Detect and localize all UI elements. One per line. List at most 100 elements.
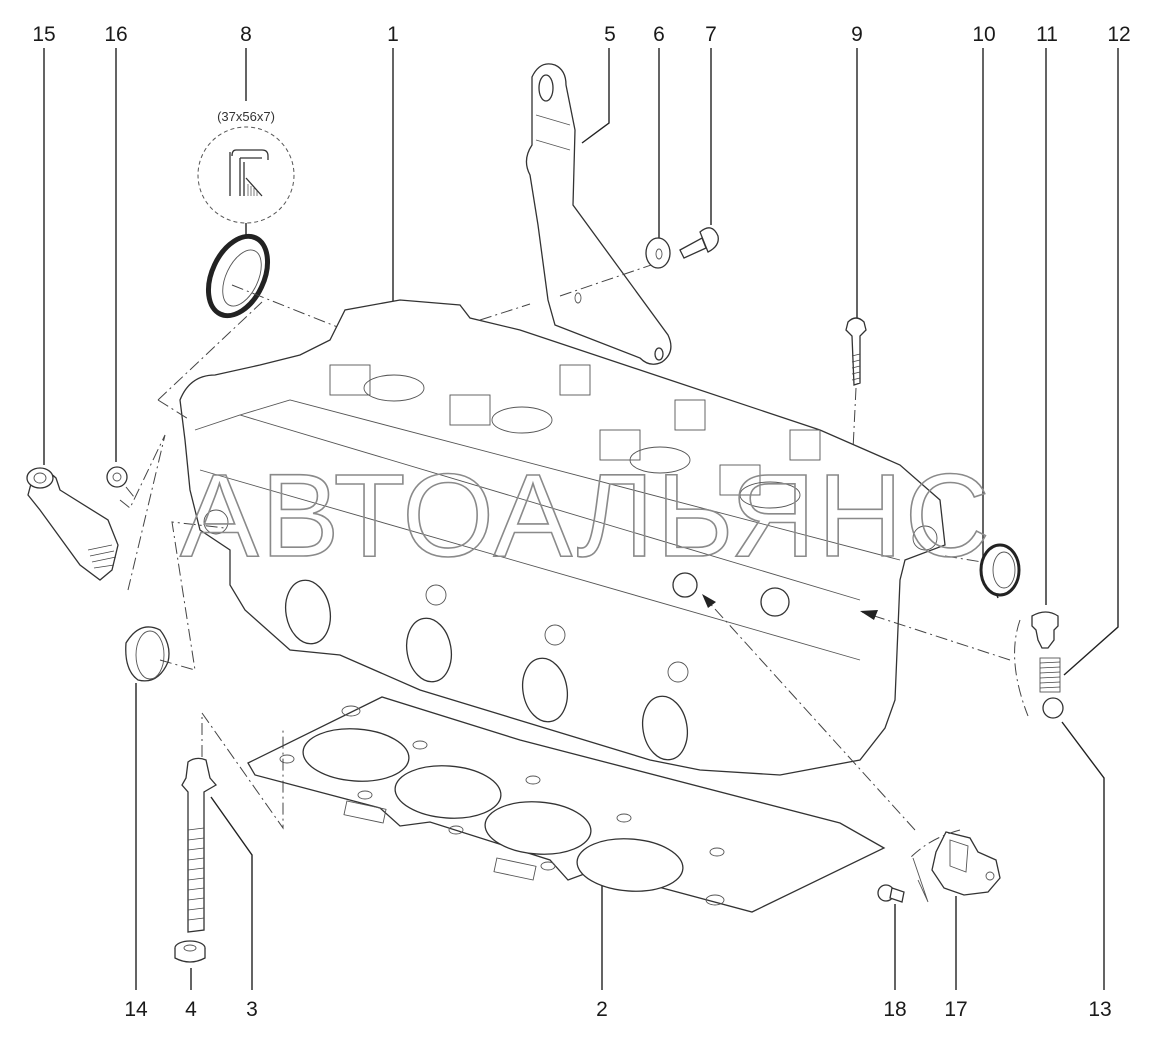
sensor-bracket-line	[909, 829, 961, 859]
callout-7[interactable]: 7	[705, 23, 717, 46]
part-4-washer[interactable]	[174, 940, 206, 963]
callout-10[interactable]: 10	[972, 23, 995, 46]
callout-9[interactable]: 9	[851, 23, 863, 46]
sensor-connector	[949, 839, 969, 873]
seal-install-axis	[231, 284, 341, 329]
bolt-16-axis	[125, 486, 135, 498]
callout-15[interactable]: 15	[32, 23, 55, 46]
install-arrow-right	[860, 610, 878, 620]
washer-4-hole	[183, 944, 197, 952]
washer-6-hole	[655, 248, 663, 260]
watermark: АВТОАЛЬЯНС	[180, 450, 992, 582]
callout-4[interactable]: 4	[185, 998, 197, 1021]
part-16-bolt[interactable]	[106, 466, 135, 498]
part-13-ball[interactable]	[1042, 697, 1064, 719]
gasket-bolt-holes	[279, 705, 725, 906]
bolt-9-body	[845, 317, 867, 386]
bolt-9-thread	[851, 353, 861, 381]
leader-3	[210, 796, 253, 990]
part-1-cylinder-head[interactable]	[179, 299, 946, 776]
plug-assembly-install-axis	[861, 611, 1011, 661]
callout-11[interactable]: 11	[1036, 23, 1058, 46]
part-11-screw-plug[interactable]	[1031, 611, 1059, 649]
part-10-plug[interactable]	[944, 543, 1021, 597]
cam-towers	[329, 364, 821, 496]
part-2-head-gasket[interactable]	[247, 696, 886, 913]
seal-ring-inner	[222, 249, 262, 307]
valve-install-axis	[119, 434, 166, 591]
bolt-16-recess	[112, 472, 122, 482]
bolt-18-shank	[889, 887, 905, 903]
callout-17[interactable]: 17	[944, 998, 967, 1021]
bracket-upper-hole	[538, 74, 554, 102]
callout-14[interactable]: 14	[124, 998, 148, 1021]
callout-8[interactable]: 8	[240, 23, 252, 46]
washer-6-outer	[645, 237, 671, 269]
gasket-oil-slots	[343, 800, 537, 881]
part-18-bolt[interactable]	[877, 884, 905, 903]
bracket-lower-hole	[654, 347, 664, 361]
bracket-assembly-line	[479, 303, 531, 321]
bracket-bend-line-2	[535, 139, 571, 151]
callout-1[interactable]: 1	[387, 23, 399, 46]
leader-5	[581, 48, 610, 144]
bolt-16-head	[106, 466, 128, 488]
spring-coils	[1039, 661, 1061, 689]
callout-6[interactable]: 6	[653, 23, 665, 46]
seal-dimension-label: (37x56x7)	[217, 109, 275, 124]
plug-10-body	[979, 543, 1021, 597]
screw-plug-body	[1031, 611, 1059, 649]
sensor-install-axis	[704, 597, 916, 831]
part-15-oil-control-valve[interactable]	[26, 434, 166, 591]
plug-14-face	[135, 630, 165, 680]
spring-outline	[1039, 657, 1061, 693]
bracket-mount-hole	[574, 292, 582, 304]
bolt-7-head	[699, 227, 719, 253]
callout-3[interactable]: 3	[246, 998, 258, 1021]
seal-ring-outer	[205, 233, 271, 319]
sensor-bolt-guide	[912, 857, 929, 903]
part-3-head-bolt[interactable]	[181, 711, 284, 933]
bracket-body	[525, 63, 672, 365]
callout-2[interactable]: 2	[596, 998, 608, 1021]
head-bolt-body	[181, 757, 218, 933]
part-12-spring[interactable]	[1039, 657, 1061, 693]
sensor-body	[931, 831, 1001, 896]
head-deck-edges	[194, 399, 901, 661]
sensor-mount-hole	[985, 871, 995, 881]
callout-18[interactable]: 18	[883, 998, 906, 1021]
plug-10-face	[992, 551, 1016, 589]
part-14-plug[interactable]	[125, 521, 226, 682]
valve-end-cap	[26, 467, 54, 489]
seal-assembly-line-2	[157, 399, 191, 421]
callout-13[interactable]: 13	[1088, 998, 1111, 1021]
part-7-bolt[interactable]	[679, 227, 719, 259]
head-bolt-bosses	[203, 509, 938, 683]
leader-13	[1061, 721, 1105, 990]
seal-assembly-line-1	[157, 301, 263, 401]
install-arrow-sensor	[702, 594, 716, 608]
plug-14-body	[125, 626, 170, 682]
seal-detail-inset	[197, 126, 295, 224]
part-6-washer[interactable]	[645, 237, 671, 269]
callout-16[interactable]: 16	[104, 23, 127, 46]
seal-profile-section	[229, 149, 269, 197]
bolt-7-shank	[679, 237, 707, 259]
bracket-bolt-axis	[559, 261, 661, 297]
part-5-lifting-bracket[interactable]	[525, 63, 672, 365]
ball-body	[1042, 697, 1064, 719]
plug-14-axis	[159, 521, 226, 671]
plug-assembly-bracket-line	[1014, 619, 1029, 717]
leader-12	[1063, 48, 1119, 676]
head-outline	[179, 299, 946, 776]
callout-5[interactable]: 5	[604, 23, 616, 46]
top-callouts: 15 16 8 1 5 6 7 9 10 11 12	[32, 23, 1130, 46]
assembly-lines	[157, 301, 531, 421]
callout-12[interactable]: 12	[1107, 23, 1130, 46]
exhaust-ports	[284, 579, 689, 761]
valve-spring-section	[87, 544, 117, 569]
part-17-sensor[interactable]	[931, 831, 1001, 896]
plug-10-axis	[944, 555, 983, 563]
part-8-camshaft-oil-seal[interactable]: (37x56x7)	[197, 109, 341, 329]
